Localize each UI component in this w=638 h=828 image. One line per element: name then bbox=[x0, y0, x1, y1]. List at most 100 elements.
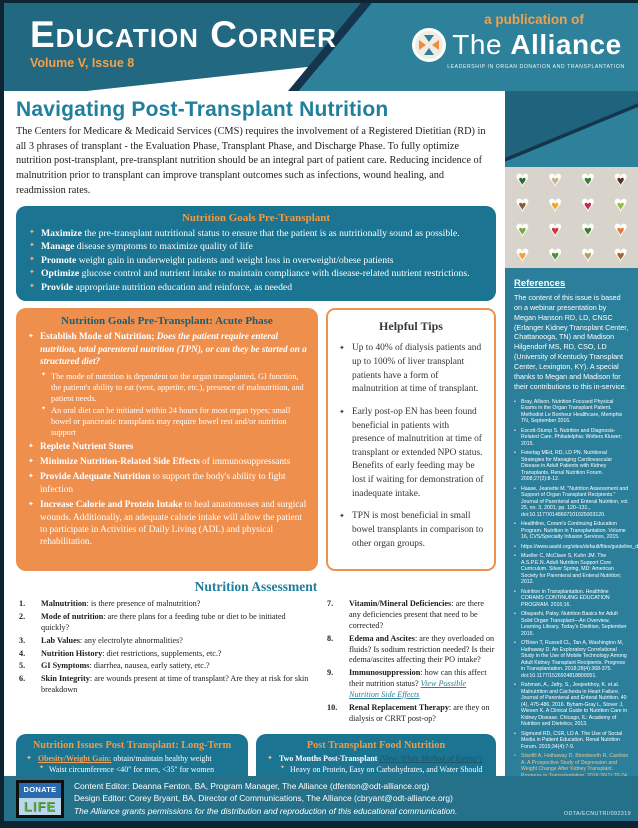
text-run: of immunosuppressants bbox=[199, 457, 291, 468]
food-bowl-greens: ♥♥ bbox=[572, 168, 605, 193]
acute-phase-list: Establish Mode of Nutrition; Does the pa… bbox=[27, 331, 307, 548]
list-item: Provide appropriate nutrition education … bbox=[28, 281, 484, 295]
text-run: The mode of nutrition is dependent on th… bbox=[51, 371, 304, 403]
list-item: Feiertag MEd, RD, LD PN. Nutritional Str… bbox=[514, 450, 630, 483]
item-number: 4. bbox=[19, 648, 26, 658]
assessment-section: Nutrition Assessment 1.Malnutrition: is … bbox=[16, 579, 496, 726]
text-run: Early post-op EN has been found benefici… bbox=[352, 406, 484, 499]
list-item: Stanfill A, Hathaway D, Bloodworth R, Ca… bbox=[514, 753, 630, 776]
footer-bar: DONATE LIFE Content Editor: Deanna Fento… bbox=[4, 776, 638, 821]
list-item: 5.GI Symptoms: diarrhea, nausea, early s… bbox=[16, 661, 314, 672]
text-run: : any electrolyte abnormalities? bbox=[79, 635, 183, 645]
list-item: 4.Nutrition History: diet restrictions, … bbox=[16, 649, 314, 660]
text-run: obtain/maintain healthy weight bbox=[111, 754, 212, 764]
greens-icon: ♥ bbox=[584, 173, 592, 188]
food-bowl-berries-dark: ♥♥ bbox=[604, 168, 637, 193]
list-item: https://www.aasld.org/sites/default/file… bbox=[514, 544, 638, 551]
text-run: to support the body's ability to fight i… bbox=[40, 472, 286, 495]
goals-pre-transplant-box: Nutrition Goals Pre-Transplant Maximize … bbox=[16, 205, 496, 302]
heart-bowl-icon: ♥ bbox=[515, 217, 530, 243]
content-editor-line: Content Editor: Deanna Fenton, BA, Progr… bbox=[74, 781, 430, 792]
list-item: 6.Skin Integrity: are wounds present at … bbox=[16, 674, 314, 696]
item-number: 8. bbox=[327, 633, 334, 643]
food-bowl-orange: ♥♥ bbox=[506, 243, 539, 268]
text-run: Does the patient require enteral nutriti… bbox=[40, 332, 307, 368]
text-run: Two Months Post-Transplant bbox=[279, 754, 380, 764]
inline-link[interactable]: View Possible Nutrition Side Effects bbox=[349, 679, 467, 699]
list-item: 1.Malnutrition: is there presence of mal… bbox=[16, 599, 314, 610]
text-run: : are wounds present at time of transpla… bbox=[41, 674, 309, 695]
heart-bowl-icon: ♥ bbox=[580, 167, 595, 193]
text-run: Promote bbox=[41, 254, 77, 266]
herbs-icon: ♥ bbox=[518, 173, 527, 188]
list-item: 3.Lab Values: any electrolyte abnormalit… bbox=[16, 636, 314, 647]
text-run: Stanfill A, Hathaway D, Bloodworth R, Ca… bbox=[521, 753, 629, 776]
list-item: Optimize glucose control and nutrient in… bbox=[28, 267, 484, 281]
food-bowl-walnuts: ♥♥ bbox=[506, 193, 539, 218]
text-run: weight gain in underweight patients and … bbox=[76, 254, 394, 266]
publisher-name-the: The bbox=[452, 29, 503, 60]
item-number: 10. bbox=[327, 702, 338, 712]
item-number: 3. bbox=[19, 635, 26, 645]
food-bowl-kiwi: ♥♥ bbox=[506, 218, 539, 243]
text-run: Minimize Nutrition-Related Side Effects bbox=[40, 457, 200, 468]
list-item: Up to 40% of dialysis patients and up to… bbox=[338, 342, 484, 397]
list-item: 9.Immunosuppression: how can this affect… bbox=[324, 668, 496, 700]
list-item: Haase, Jeanette M. "Nutrition Assessment… bbox=[514, 486, 630, 519]
references-panel: References The content of this issue is … bbox=[505, 268, 638, 776]
long-term-title: Nutrition Issues Post Transplant: Long-T… bbox=[32, 740, 232, 752]
list-item: Obayashi, Patsy. Nutrition Basics for Ad… bbox=[514, 611, 630, 637]
text-run: Mueller C, McClave S, Kuhn JM. The A.S.P… bbox=[521, 553, 622, 586]
text-run: Waist circumference <40" for men, <35" f… bbox=[49, 764, 215, 774]
masthead: Education Corner Volume V, Issue 8 a pub… bbox=[4, 3, 638, 91]
inline-link[interactable]: (View "Plate Method of Eating") bbox=[379, 754, 483, 764]
assessment-list-left: 1.Malnutrition: is there presence of mal… bbox=[16, 599, 314, 726]
text-run: Bray, Allison. Nutrition Focused Physica… bbox=[521, 398, 623, 425]
text-run: Haase, Jeanette M. "Nutrition Assessment… bbox=[521, 485, 629, 518]
list-item: Minimize Nutrition-Related Side Effects … bbox=[27, 456, 307, 468]
berries-dark-icon: ♥ bbox=[616, 173, 625, 188]
food-nutrition-title: Post Transplant Food Nutrition bbox=[306, 740, 446, 752]
text-run: Escott-Stump S. Nutrition and Diagnosis-… bbox=[521, 427, 622, 447]
list-item: Escott-Stump S. Nutrition and Diagnosis-… bbox=[514, 428, 630, 448]
sub-item: Waist circumference <40" for men, <35" f… bbox=[38, 765, 239, 775]
donate-life-logo: DONATE LIFE bbox=[16, 779, 64, 818]
food-bowl-strawberries: ♥♥ bbox=[539, 218, 572, 243]
item-number: 1. bbox=[19, 599, 26, 609]
decorative-teal-wedge bbox=[505, 91, 638, 167]
issue-label: Volume V, Issue 8 bbox=[30, 56, 135, 70]
item-number: 7. bbox=[327, 599, 334, 609]
food-bowl-broccoli: ♥♥ bbox=[572, 218, 605, 243]
item-number: 9. bbox=[327, 668, 334, 678]
orange-slices-icon: ♥ bbox=[551, 198, 559, 213]
food-bowl-grains: ♥♥ bbox=[572, 243, 605, 268]
masthead-title-block: Education Corner Volume V, Issue 8 bbox=[30, 16, 337, 70]
heart-bowl-icon: ♥ bbox=[515, 192, 530, 218]
intro-paragraph: The Centers for Medicare & Medicaid Serv… bbox=[16, 126, 486, 196]
text-run: Optimize bbox=[41, 268, 80, 280]
text-run: Healthline, Coram's Continuing Education… bbox=[521, 521, 626, 541]
text-run: Replete Nutrient Stores bbox=[40, 441, 134, 452]
inline-link[interactable]: Obesity/Weight Gain: bbox=[38, 754, 112, 764]
text-run: Manage bbox=[41, 241, 75, 253]
text-run: Up to 40% of dialysis patients and up to… bbox=[352, 343, 482, 395]
text-run: Provide Adequate Nutrition bbox=[40, 472, 151, 483]
text-run: Feiertag MEd, RD, LD PN. Nutritional Str… bbox=[521, 450, 613, 483]
walnuts-icon: ♥ bbox=[518, 198, 527, 213]
text-run: Nutrition in Transplantation. Healthline… bbox=[521, 588, 610, 608]
goals-pre-list: Maximize the pre-transplant nutritional … bbox=[28, 227, 484, 295]
heart-bowl-icon: ♥ bbox=[515, 167, 530, 193]
food-bowl-seeds: ♥♥ bbox=[539, 168, 572, 193]
list-item: O'Brien T, Russell CL, Tan A, Washington… bbox=[514, 640, 630, 679]
food-photo: ♥♥♥♥♥♥♥♥♥♥♥♥♥♥♥♥♥♥♥♥♥♥♥♥♥♥♥♥♥♥♥♥ bbox=[505, 167, 638, 268]
almonds-icon: ♥ bbox=[616, 248, 625, 263]
text-run: Provide bbox=[41, 281, 74, 293]
item-number: 2. bbox=[19, 612, 26, 622]
text-run: Maximize bbox=[41, 227, 82, 239]
heart-bowl-icon: ♥ bbox=[613, 217, 628, 243]
grains-icon: ♥ bbox=[584, 248, 592, 263]
item-number: 6. bbox=[19, 674, 26, 684]
publisher-block: a publication of The Alliance LEADERSHIP… bbox=[401, 12, 633, 70]
references-title: References bbox=[514, 278, 566, 289]
text-run: https://www.aasld.org/sites/default/file… bbox=[521, 543, 638, 550]
